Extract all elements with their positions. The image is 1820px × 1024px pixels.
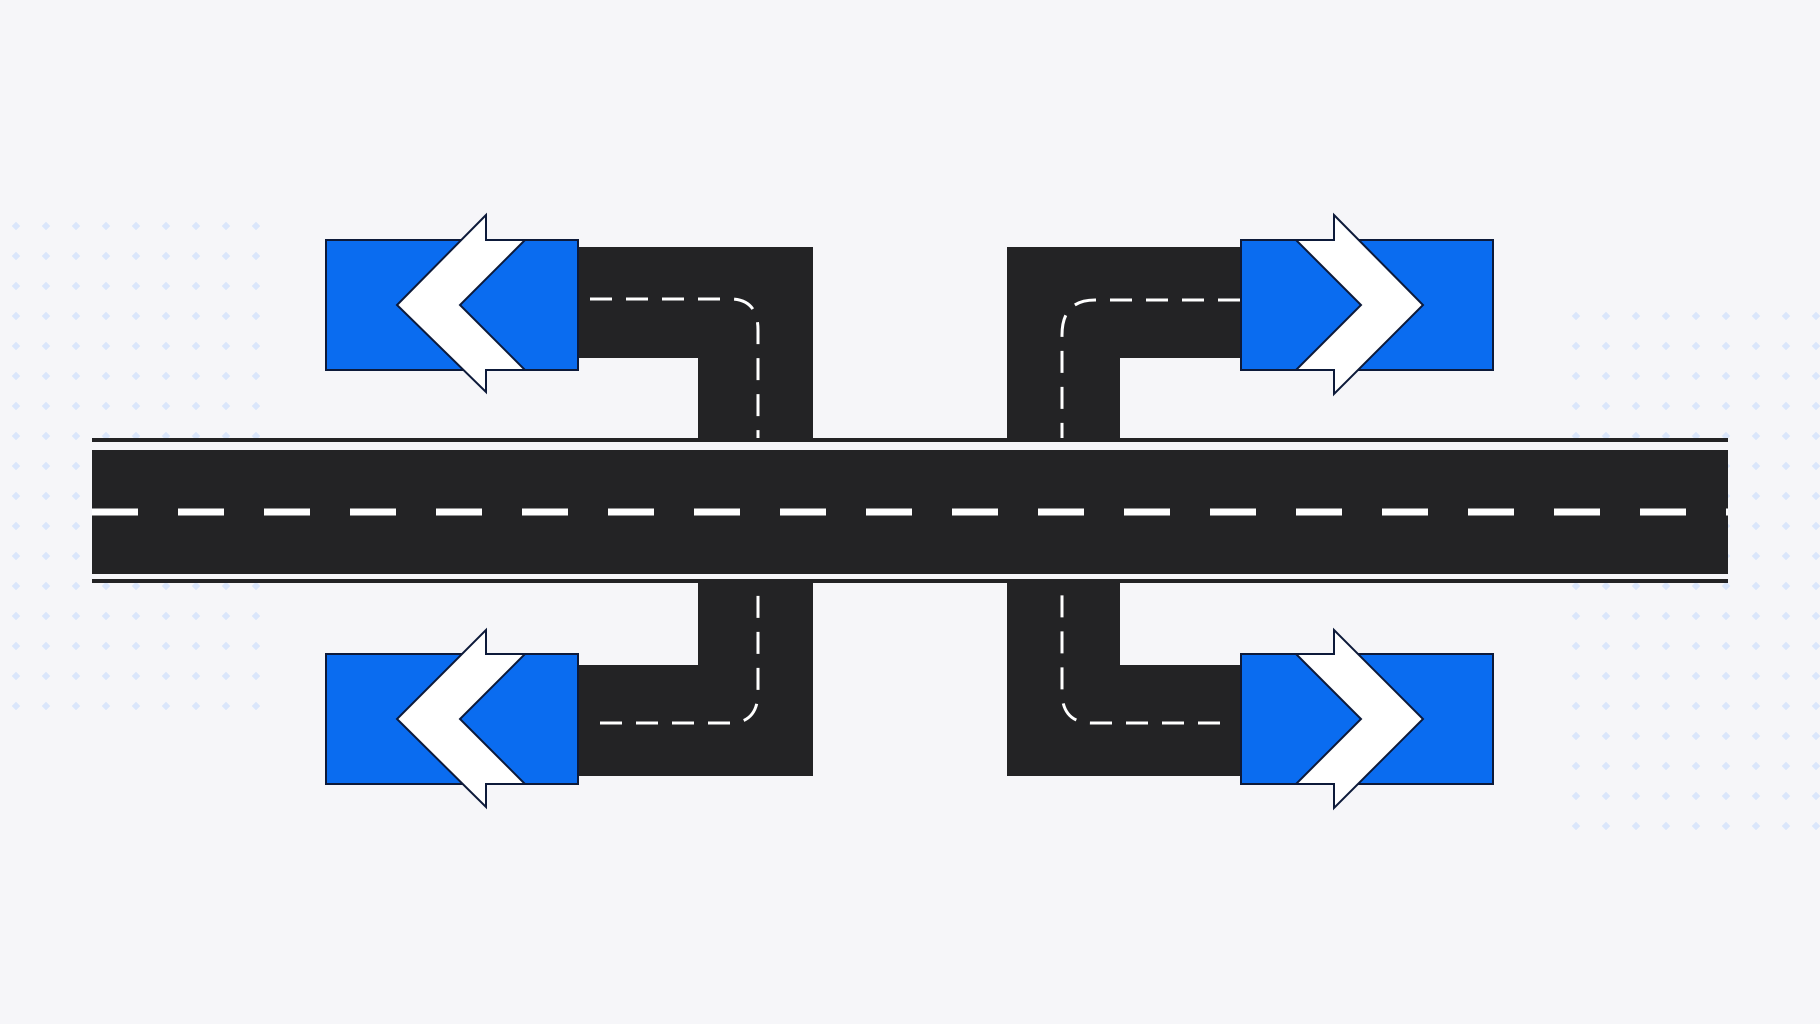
main-road-edge-bottom	[92, 579, 1728, 583]
arrow-left-icon	[395, 212, 528, 395]
exit-sign-bottom-left	[325, 627, 579, 810]
ramp-lane-markings	[590, 297, 1240, 725]
main-road	[92, 438, 1728, 583]
arrow-right-icon	[1293, 627, 1425, 811]
exit-sign-bottom-right	[1240, 627, 1494, 811]
exit-sign-top-right	[1240, 212, 1494, 397]
ramp-bottom-right	[1007, 583, 1245, 776]
exit-ramps	[575, 247, 1245, 776]
ramp-bottom-left	[575, 583, 813, 776]
ramp-marking-bottom-left	[600, 583, 760, 725]
ramp-marking-top-left	[590, 297, 760, 440]
main-road-edge-top	[92, 438, 1728, 442]
ramp-marking-top-right	[1060, 298, 1240, 440]
ramp-top-right	[1007, 247, 1245, 440]
ramp-marking-bottom-right	[1060, 583, 1220, 725]
exit-sign-top-left	[325, 212, 579, 395]
ramp-top-left	[575, 247, 813, 440]
arrow-left-icon	[395, 627, 528, 810]
arrow-right-icon	[1293, 212, 1425, 397]
